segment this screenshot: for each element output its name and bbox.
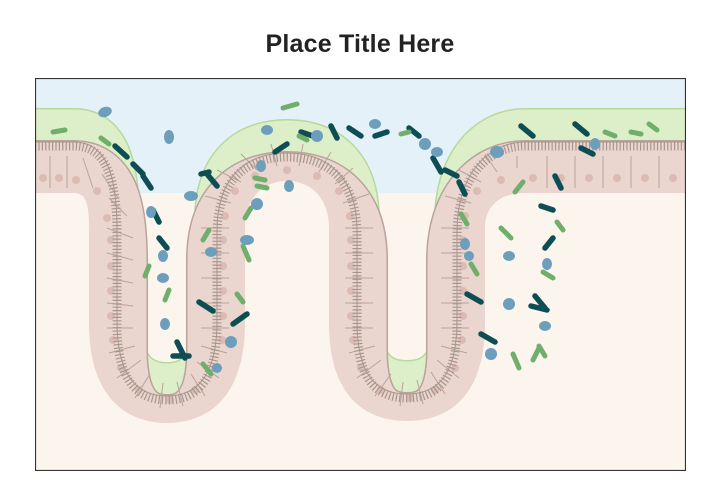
coccus-bacterium-icon xyxy=(98,106,112,118)
coccus-bacterium-icon xyxy=(157,273,169,283)
rod-bacterium-icon xyxy=(442,167,460,179)
rod-bacterium-icon xyxy=(204,171,220,189)
rod-bacterium-icon xyxy=(298,129,316,139)
coccus-bacterium-icon xyxy=(464,251,474,261)
bacteria-rods-dark xyxy=(112,121,596,361)
rod-bacterium-icon xyxy=(458,211,470,227)
rod-bacterium-icon xyxy=(200,361,214,377)
coccus-bacterium-icon xyxy=(460,238,470,250)
coccus-bacterium-icon xyxy=(503,251,515,261)
coccus-bacterium-icon xyxy=(490,146,504,158)
rod-bacterium-icon xyxy=(112,143,130,160)
rod-bacterium-icon xyxy=(50,127,68,135)
rod-bacterium-icon xyxy=(296,133,310,143)
rod-bacterium-icon xyxy=(242,205,254,221)
rod-bacterium-icon xyxy=(532,293,548,311)
rod-bacterium-icon xyxy=(478,331,498,345)
coccus-bacterium-icon xyxy=(485,348,497,360)
intestinal-crypt-diagram xyxy=(35,78,686,471)
rod-bacterium-icon xyxy=(140,173,154,191)
rod-bacterium-icon xyxy=(98,135,112,147)
rod-bacterium-icon xyxy=(542,235,556,251)
cell-nuclei xyxy=(39,166,677,404)
rod-bacterium-icon xyxy=(468,261,480,277)
coccus-bacterium-icon xyxy=(184,191,198,201)
rod-bacterium-icon xyxy=(518,123,536,139)
rod-bacterium-icon xyxy=(512,179,526,195)
rod-bacterium-icon xyxy=(456,179,468,197)
rod-bacterium-icon xyxy=(538,203,556,213)
coccus-bacterium-icon xyxy=(284,180,294,192)
rod-bacterium-icon xyxy=(552,173,564,191)
rod-bacterium-icon xyxy=(162,287,172,303)
rod-bacterium-icon xyxy=(272,141,290,155)
coccus-bacterium-icon xyxy=(539,321,551,331)
rod-bacterium-icon xyxy=(240,243,252,263)
rod-bacterium-icon xyxy=(464,291,484,305)
rod-bacterium-icon xyxy=(430,155,444,175)
rod-bacterium-icon xyxy=(196,299,216,314)
rod-bacterium-icon xyxy=(328,123,340,141)
rod-bacterium-icon xyxy=(646,121,660,133)
coccus-bacterium-icon xyxy=(503,298,515,310)
rod-bacterium-icon xyxy=(406,125,422,139)
page-title: Place Title Here xyxy=(265,30,455,58)
rod-bacterium-icon xyxy=(572,121,590,137)
rod-bacterium-icon xyxy=(628,129,644,137)
coccus-bacterium-icon xyxy=(261,125,273,135)
rod-bacterium-icon xyxy=(540,269,556,281)
coccus-bacterium-icon xyxy=(205,247,217,257)
rod-bacterium-icon xyxy=(498,225,514,241)
rod-bacterium-icon xyxy=(602,129,618,139)
rod-bacterium-icon xyxy=(254,183,270,191)
coccus-bacterium-icon xyxy=(225,336,237,348)
diagram-canvas xyxy=(35,78,686,471)
rod-bacterium-icon xyxy=(252,175,268,183)
coccus-bacterium-icon xyxy=(146,206,156,218)
rod-bacterium-icon xyxy=(510,351,522,371)
coccus-bacterium-icon xyxy=(431,147,443,157)
submucosa-overlay xyxy=(35,181,686,471)
rod-bacterium-icon xyxy=(234,291,246,305)
coccus-bacterium-icon xyxy=(160,318,170,330)
coccus-bacterium-icon xyxy=(590,138,600,150)
coccus-bacterium-icon xyxy=(212,363,222,373)
rod-bacterium-icon xyxy=(346,125,364,139)
diagram-frame xyxy=(35,78,686,471)
rod-bacterium-icon xyxy=(198,169,212,177)
rod-bacterium-icon xyxy=(554,219,566,233)
coccus-bacterium-icon xyxy=(251,198,263,210)
coccus-bacterium-icon xyxy=(158,250,168,262)
coccus-bacterium-icon xyxy=(419,138,431,150)
rod-bacterium-icon xyxy=(372,129,390,139)
coccus-bacterium-icon xyxy=(311,130,323,142)
rod-bacterium-icon xyxy=(156,235,170,251)
bacteria-rods-green xyxy=(50,101,660,377)
coccus-bacterium-icon xyxy=(164,130,174,144)
coccus-bacterium-icon xyxy=(542,258,552,270)
coccus-bacterium-icon xyxy=(256,160,266,172)
rod-bacterium-icon xyxy=(230,311,250,327)
rod-bacterium-icon xyxy=(200,227,212,243)
coccus-bacterium-icon xyxy=(369,119,381,129)
rod-bacterium-icon xyxy=(142,263,152,279)
rod-bacterium-icon xyxy=(398,129,412,137)
rod-bacterium-icon xyxy=(528,303,550,313)
coccus-bacterium-icon xyxy=(240,235,254,245)
bacteria-cocci-blue xyxy=(98,106,600,373)
rod-bacterium-icon xyxy=(130,161,146,177)
rod-bacterium-icon xyxy=(578,145,596,157)
rod-bacterium-icon xyxy=(530,345,542,363)
rod-bacterium-icon xyxy=(280,101,300,111)
